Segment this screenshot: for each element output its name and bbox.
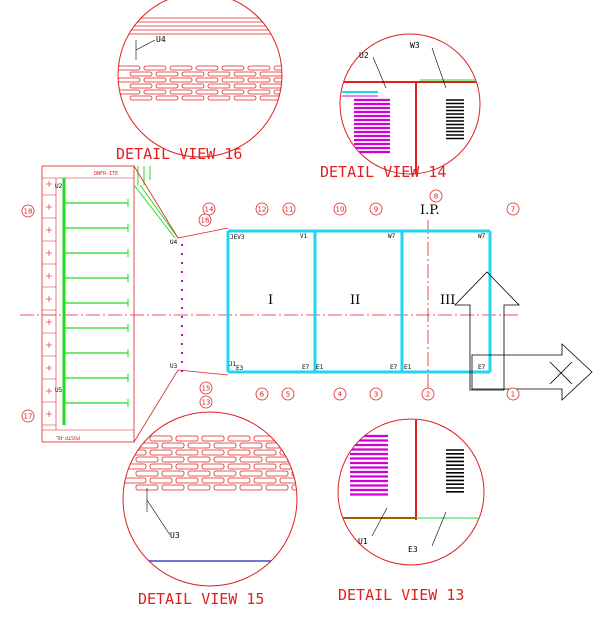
svg-text:5: 5 xyxy=(286,391,290,399)
callout-9: 9 xyxy=(369,202,383,216)
node-e7c: E7 xyxy=(478,364,486,371)
detail-view-13-title: DETAIL VIEW 13 xyxy=(338,586,464,604)
svg-text:18: 18 xyxy=(24,208,33,216)
detail-view-16: U4 xyxy=(117,0,283,158)
callout-11: 11 xyxy=(282,202,296,216)
detail-view-13: U1 E3 xyxy=(337,418,485,566)
truss-frame xyxy=(226,229,492,374)
direction-arrow-right xyxy=(471,343,593,401)
node-w7b: W7 xyxy=(478,233,486,240)
section-label-3: III xyxy=(440,293,455,308)
svg-text:9: 9 xyxy=(374,206,378,214)
node-v1: V1 xyxy=(300,233,308,240)
callout-4: 4 xyxy=(333,387,347,401)
svg-text:8: 8 xyxy=(434,193,438,201)
strip-bottom-label: POSTP-RL xyxy=(56,434,80,440)
detail-view-15: U3 xyxy=(122,411,298,587)
callout-7: 7 xyxy=(506,202,520,216)
node-j1: J1 xyxy=(229,361,237,368)
node-u5: U5 xyxy=(55,387,63,394)
node-e7b: E7 xyxy=(390,364,398,371)
svg-text:1: 1 xyxy=(511,391,515,399)
svg-text:4: 4 xyxy=(338,391,343,399)
callout-12: 12 xyxy=(255,202,269,216)
ip-label: I.P. xyxy=(420,203,440,218)
svg-text:10: 10 xyxy=(336,206,345,214)
callout-1: 1 xyxy=(506,387,520,401)
svg-text:11: 11 xyxy=(285,206,294,214)
detail-view-14: U2 W3 xyxy=(339,33,481,175)
detail-view-14-title: DETAIL VIEW 14 xyxy=(320,163,446,181)
direction-arrow-up xyxy=(454,271,520,391)
section-label-1: I xyxy=(268,293,273,308)
node-e1b: E1 xyxy=(404,364,412,371)
strip-cells xyxy=(42,181,56,426)
svg-text:7: 7 xyxy=(511,206,515,214)
d14-label-w3: W3 xyxy=(410,41,420,50)
callout-3: 3 xyxy=(369,387,383,401)
strip-diagonals xyxy=(133,165,229,443)
node-u2: U2 xyxy=(55,183,63,190)
left-strip: DNFR-ITE POSTP-RL xyxy=(41,165,135,443)
callout-14: 14 xyxy=(202,202,216,216)
node-u3: U3 xyxy=(170,363,178,370)
node-e7a: E7 xyxy=(302,364,310,371)
svg-text:3: 3 xyxy=(374,391,378,399)
callout-8: 8 xyxy=(429,189,443,203)
d16-label-u4: U4 xyxy=(156,35,166,44)
callout-6: 6 xyxy=(255,387,269,401)
detail-view-15-title: DETAIL VIEW 15 xyxy=(138,590,264,608)
callout-15: 15 xyxy=(199,381,213,395)
green-members xyxy=(64,199,129,407)
svg-text:17: 17 xyxy=(24,413,33,421)
svg-text:12: 12 xyxy=(258,206,267,214)
node-w7a: W7 xyxy=(388,233,396,240)
section-label-2: II xyxy=(350,293,360,308)
strip-top-label: DNFR-ITE xyxy=(94,171,118,177)
d14-label-u2: U2 xyxy=(359,51,369,60)
node-u4: U4 xyxy=(170,239,178,246)
svg-text:2: 2 xyxy=(426,391,430,399)
callout-5: 5 xyxy=(281,387,295,401)
callout-18: 18 xyxy=(21,204,35,218)
svg-text:16: 16 xyxy=(201,217,210,225)
svg-text:14: 14 xyxy=(205,206,214,214)
d13-label-u1: U1 xyxy=(358,537,368,546)
d13-label-e3: E3 xyxy=(408,545,418,554)
svg-text:13: 13 xyxy=(202,399,211,407)
callout-17: 17 xyxy=(21,409,35,423)
detail-view-16-title: DETAIL VIEW 16 xyxy=(116,145,242,163)
callout-10: 10 xyxy=(333,202,347,216)
node-jeu3: JEV3 xyxy=(230,234,245,241)
svg-text:6: 6 xyxy=(260,391,265,399)
callout-13: 13 xyxy=(199,395,213,409)
node-e3: E3 xyxy=(236,365,244,372)
svg-text:15: 15 xyxy=(202,385,211,393)
node-labels: U4 U3 U5 U2 JEV3 V1 W7 W7 J1 E3 E7 E1 E7… xyxy=(55,183,486,394)
d15-label-u3: U3 xyxy=(170,531,180,540)
callout-2: 2 xyxy=(421,387,435,401)
node-e1a: E1 xyxy=(316,364,324,371)
callout-16: 16 xyxy=(198,213,212,227)
